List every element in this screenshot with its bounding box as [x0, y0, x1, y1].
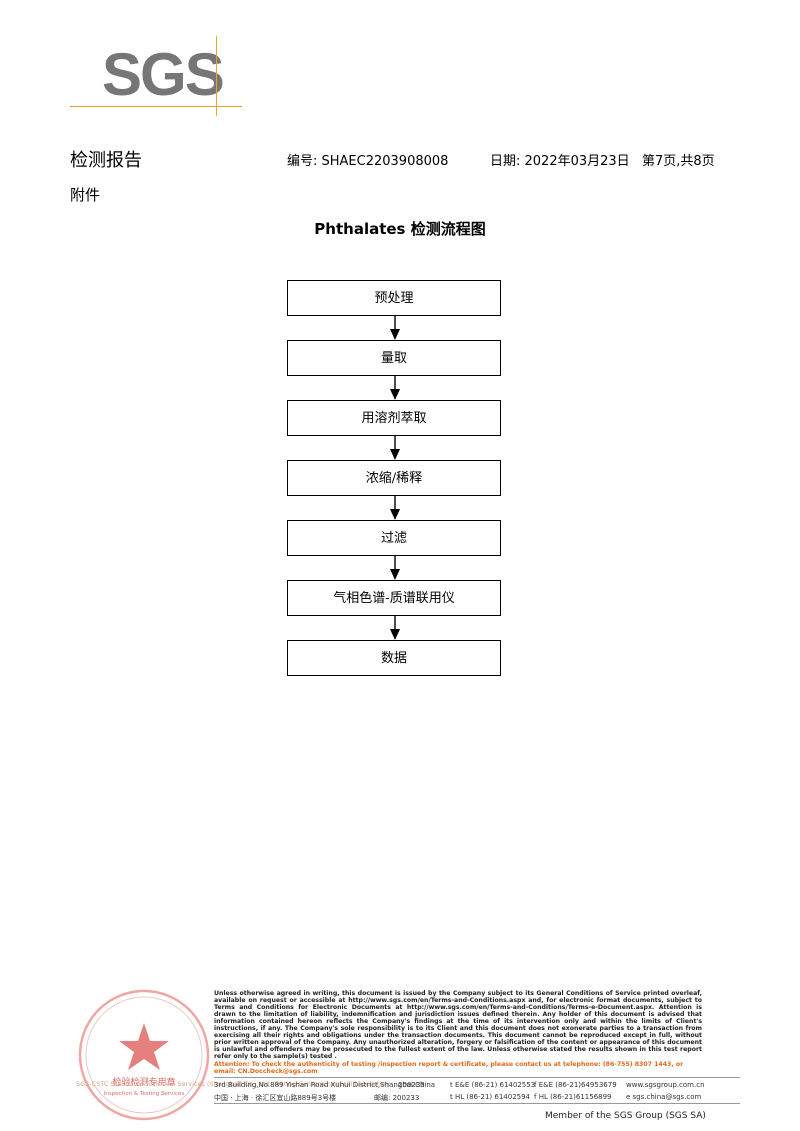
footer-divider-bottom: [214, 1103, 740, 1104]
address-chinese: 中国 · 上海 · 徐汇区宜山路889号3号楼: [214, 1094, 337, 1102]
website: www.sgsgroup.com.cn: [626, 1081, 705, 1089]
email: e sgs.china@sgs.com: [626, 1093, 702, 1101]
inspection-seal: 检验检测专用章 Inspection & Testing Services: [74, 985, 214, 1125]
member-statement: Member of the SGS Group (SGS SA): [545, 1111, 706, 1121]
flow-step-filtration: 过滤: [287, 520, 501, 556]
telephone-english: t E&E (86-21) 61402553: [450, 1081, 536, 1089]
flow-step-data: 数据: [287, 640, 501, 676]
flow-step-concentrate-dilute: 浓缩/稀释: [287, 460, 501, 496]
flow-step-measure: 量取: [287, 340, 501, 376]
flowchart-title: Phthalates 检测流程图: [314, 220, 486, 238]
seal-english: Inspection & Testing Services: [104, 1091, 185, 1097]
arrow-down-icon: [390, 316, 400, 340]
report-number: 编号: SHAEC2203908008: [287, 154, 449, 169]
logo-divider-horizontal: [70, 106, 242, 107]
footer-divider: [214, 1077, 740, 1078]
legal-disclaimer: Unless otherwise agreed in writing, this…: [214, 990, 702, 1060]
fax-english: f E&E (86-21)64953679: [534, 1081, 617, 1089]
arrow-down-icon: [390, 376, 400, 400]
annex-label: 附件: [70, 186, 101, 204]
arrow-down-icon: [390, 436, 400, 460]
flow-step-pretreatment: 预处理: [287, 280, 501, 316]
authenticity-notice: Attention: To check the authenticity of …: [214, 1061, 684, 1075]
logo-divider-vertical: [216, 36, 217, 116]
postcode-chinese: 邮编: 200233: [374, 1094, 420, 1102]
flow-step-gc-ms: 气相色谱-质谱联用仪: [287, 580, 501, 616]
seal-graphic: 检验检测专用章 Inspection & Testing Services: [78, 989, 210, 1121]
address-english: 3rd Building,No.889 Yishan Road Xuhui Di…: [214, 1081, 436, 1089]
flow-step-solvent-extraction: 用溶剂萃取: [287, 400, 501, 436]
telephone-chinese: t HL (86-21) 61402594: [450, 1093, 531, 1101]
page-indicator: 第7页,共8页: [642, 154, 715, 169]
sgs-logo: SGS: [70, 36, 242, 116]
arrow-down-icon: [390, 496, 400, 520]
fax-chinese: f HL (86-21)61156899: [534, 1093, 612, 1101]
arrow-down-icon: [390, 556, 400, 580]
logo-text: SGS: [102, 41, 225, 108]
postcode-english: 200233: [398, 1081, 425, 1089]
testing-center-text: SGS-CSTC Standards Technical Services (S…: [76, 1080, 390, 1088]
seal-name: 检验检测专用章: [112, 1076, 175, 1088]
report-title: 检测报告: [70, 150, 142, 171]
report-date: 日期: 2022年03月23日: [490, 154, 630, 169]
arrow-down-icon: [390, 616, 400, 640]
